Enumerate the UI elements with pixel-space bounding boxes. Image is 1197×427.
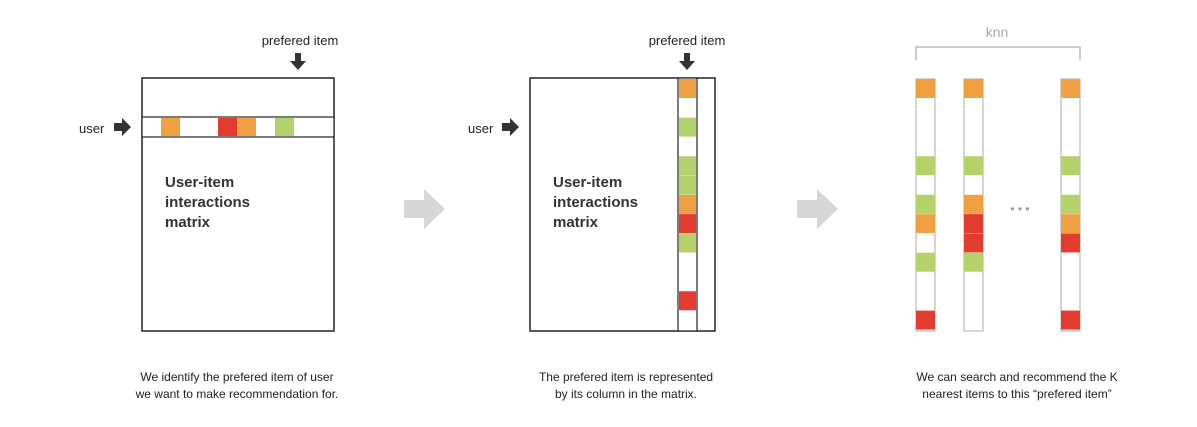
matrix-title-line-2: interactions xyxy=(165,194,250,211)
knn-cell-green xyxy=(916,194,935,214)
knn-cell-orange xyxy=(964,194,983,214)
column-cell-red xyxy=(679,291,696,311)
column-cell-green xyxy=(679,156,696,176)
knn-cell-orange xyxy=(1061,79,1080,98)
knn-column xyxy=(963,78,984,332)
flow-arrow-icon xyxy=(404,189,445,229)
down-arrow-icon xyxy=(290,53,306,70)
matrix-title-line-3: matrix xyxy=(165,214,211,231)
right-arrow-icon xyxy=(114,118,131,136)
knn-cell-green xyxy=(964,252,983,272)
knn-cell-red xyxy=(1061,233,1080,253)
flow-arrow-icon xyxy=(797,189,838,229)
matrix-title-line-1: User-item xyxy=(165,174,234,191)
row-cell-orange xyxy=(161,118,180,136)
caption-line-1: We identify the prefered item of user xyxy=(140,370,333,384)
row-cell-orange xyxy=(237,118,256,136)
knn-cell-orange xyxy=(916,214,935,234)
knn-cell-green xyxy=(916,156,935,176)
caption-line-1: The prefered item is represented xyxy=(539,370,713,384)
panel-knn: knn • • • We can search and recommend th… xyxy=(915,24,1118,401)
knn-cell-orange xyxy=(964,79,983,98)
down-arrow-icon xyxy=(679,53,695,70)
caption-line-2: nearest items to this “prefered item” xyxy=(922,387,1111,401)
knn-cell-red xyxy=(1061,310,1080,330)
row-cell-green xyxy=(275,118,294,136)
knn-cell-green xyxy=(916,252,935,272)
knn-cell-orange xyxy=(1061,214,1080,234)
panel-column: prefered item user User-item interaction… xyxy=(468,33,725,401)
right-arrow-icon xyxy=(502,118,519,136)
caption-line-1: We can search and recommend the K xyxy=(916,370,1117,384)
column-cell-orange xyxy=(679,194,696,214)
column-cell-green xyxy=(679,175,696,195)
knn-cell-orange xyxy=(916,79,935,98)
column-cell-green xyxy=(679,233,696,253)
knn-cell-red xyxy=(916,310,935,330)
column-cell-green xyxy=(679,117,696,137)
knn-label: knn xyxy=(986,24,1009,40)
caption-line-2: we want to make recommendation for. xyxy=(135,387,339,401)
preferred-item-label: prefered item xyxy=(262,33,339,48)
knn-column xyxy=(1060,78,1081,332)
panel-identify: prefered item user User-item interaction… xyxy=(79,33,338,401)
knn-cell-green xyxy=(1061,194,1080,214)
knn-bracket xyxy=(915,46,1081,60)
row-cell-red xyxy=(218,118,237,136)
column-cell-orange xyxy=(679,79,696,98)
knn-columns xyxy=(915,78,1081,332)
knn-cell-green xyxy=(964,156,983,176)
ellipsis: • • • xyxy=(1010,202,1029,216)
column-cell-red xyxy=(679,214,696,234)
preferred-column-cells xyxy=(679,79,696,311)
knn-column xyxy=(915,78,936,332)
knn-cell-red xyxy=(964,214,983,234)
user-label: user xyxy=(79,121,105,136)
knn-cell-green xyxy=(1061,156,1080,176)
preferred-item-label: prefered item xyxy=(649,33,726,48)
user-label: user xyxy=(468,121,494,136)
user-row-cells xyxy=(161,118,294,136)
knn-cell-red xyxy=(964,233,983,253)
matrix-title-line-1: User-item xyxy=(553,174,622,191)
matrix-title-line-2: interactions xyxy=(553,194,638,211)
caption-line-2: by its column in the matrix. xyxy=(555,387,697,401)
matrix-title-line-3: matrix xyxy=(553,214,599,231)
